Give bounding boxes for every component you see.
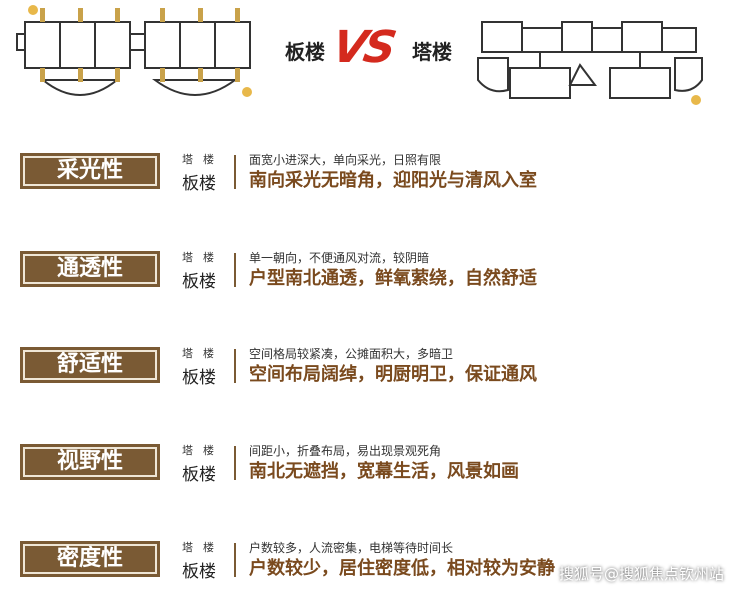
comparison-row-comfort: 舒适性 塔楼 板楼 空间格局较紧凑，公摊面积大，多暗卫 空间布局阔绰，明厨明卫，…	[0, 347, 740, 407]
slab-description: 户型南北通透，鲜氧萦绕，自然舒适	[249, 268, 537, 289]
category-badge: 密度性	[14, 541, 166, 577]
category-badge: 通透性	[14, 251, 166, 287]
comparison-row-ventilation: 通透性 塔楼 板楼 单一朝向，不便通风对流，较阴暗 户型南北通透，鲜氧萦绕，自然…	[0, 251, 740, 311]
watermark: 搜狐号@搜狐焦点钦州站	[558, 565, 724, 583]
tower-label: 塔楼	[182, 251, 224, 264]
category-badge: 视野性	[14, 444, 166, 480]
slab-description: 空间布局阔绰，明厨明卫，保证通风	[249, 364, 537, 385]
divider	[234, 349, 236, 383]
slab-label: 板楼	[182, 562, 216, 582]
tower-description: 户数较多，人流密集，电梯等待时间长	[249, 541, 454, 555]
category-badge: 舒适性	[14, 347, 166, 383]
category-badge: 采光性	[14, 153, 166, 189]
tower-building-plan-icon	[477, 21, 703, 105]
comparison-row-view: 视野性 塔楼 板楼 间距小，折叠布局，易出现景观死角 南北无遮挡，宽幕生活，风景…	[0, 444, 740, 504]
tower-label: 塔楼	[182, 541, 224, 554]
tower-building-label: 塔楼	[412, 40, 452, 64]
tower-label: 塔楼	[182, 444, 224, 457]
slab-label: 板楼	[182, 465, 216, 485]
tower-description: 单一朝向，不便通风对流，较阴暗	[249, 251, 430, 265]
slab-description: 南北无遮挡，宽幕生活，风景如画	[249, 461, 519, 482]
divider	[234, 446, 236, 480]
slab-building-plan-icon	[16, 5, 252, 97]
tower-description: 空间格局较紧凑，公摊面积大，多暗卫	[249, 347, 454, 361]
divider	[234, 155, 236, 189]
slab-description: 户数较少，居住密度低，相对较为安静	[249, 558, 555, 579]
slab-label: 板楼	[182, 368, 216, 388]
tower-label: 塔楼	[182, 153, 224, 166]
comparison-row-density: 密度性 塔楼 板楼 户数较多，人流密集，电梯等待时间长 户数较少，居住密度低，相…	[0, 541, 740, 601]
slab-label: 板楼	[182, 174, 216, 194]
vs-logo: VS	[328, 22, 398, 73]
comparison-header: 板楼 VS 塔楼	[0, 0, 740, 125]
slab-label: 板楼	[182, 272, 216, 292]
tower-description: 间距小，折叠布局，易出现景观死角	[249, 444, 442, 458]
comparison-row-lighting: 采光性 塔楼 板楼 面宽小进深大，单向采光，日照有限 南向采光无暗角，迎阳光与清…	[0, 153, 740, 213]
slab-description: 南向采光无暗角，迎阳光与清风入室	[249, 170, 537, 191]
tower-label: 塔楼	[182, 347, 224, 360]
tower-description: 面宽小进深大，单向采光，日照有限	[249, 153, 442, 167]
divider	[234, 253, 236, 287]
divider	[234, 543, 236, 577]
slab-building-label: 板楼	[285, 40, 325, 64]
